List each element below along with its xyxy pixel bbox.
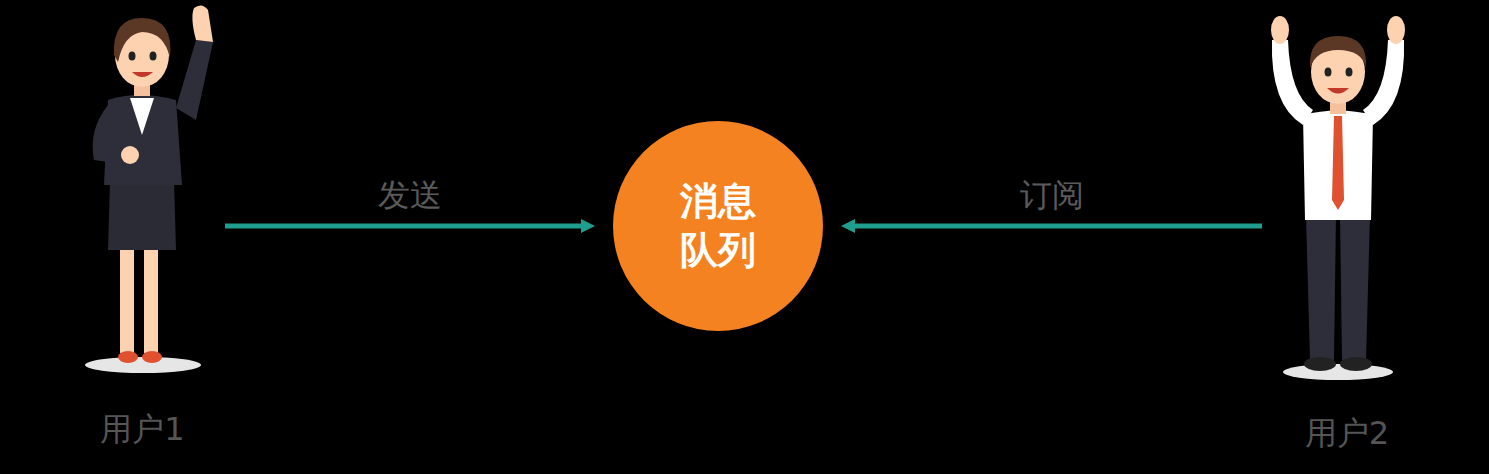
- circle-shape: [613, 121, 823, 331]
- connector-line: [225, 224, 583, 229]
- man-figure: [1258, 10, 1428, 385]
- arrow-head: [581, 219, 595, 233]
- node-title: 消息 队列: [674, 177, 761, 276]
- user-node: 用户1: [70, 0, 215, 448]
- connector-line: [853, 224, 1262, 229]
- arrow-connector: [841, 219, 1262, 233]
- edge-label: 订阅: [1020, 176, 1084, 214]
- arrow-connector: [225, 219, 595, 233]
- queue-circle: 消息 队列: [613, 121, 823, 331]
- user-node: 用户2: [1272, 0, 1422, 452]
- edge-label: 发送: [378, 176, 442, 214]
- arrow-head: [841, 219, 855, 233]
- user-label: 用户2: [1305, 414, 1389, 452]
- user-label: 用户1: [100, 410, 184, 448]
- woman-figure: [78, 0, 228, 380]
